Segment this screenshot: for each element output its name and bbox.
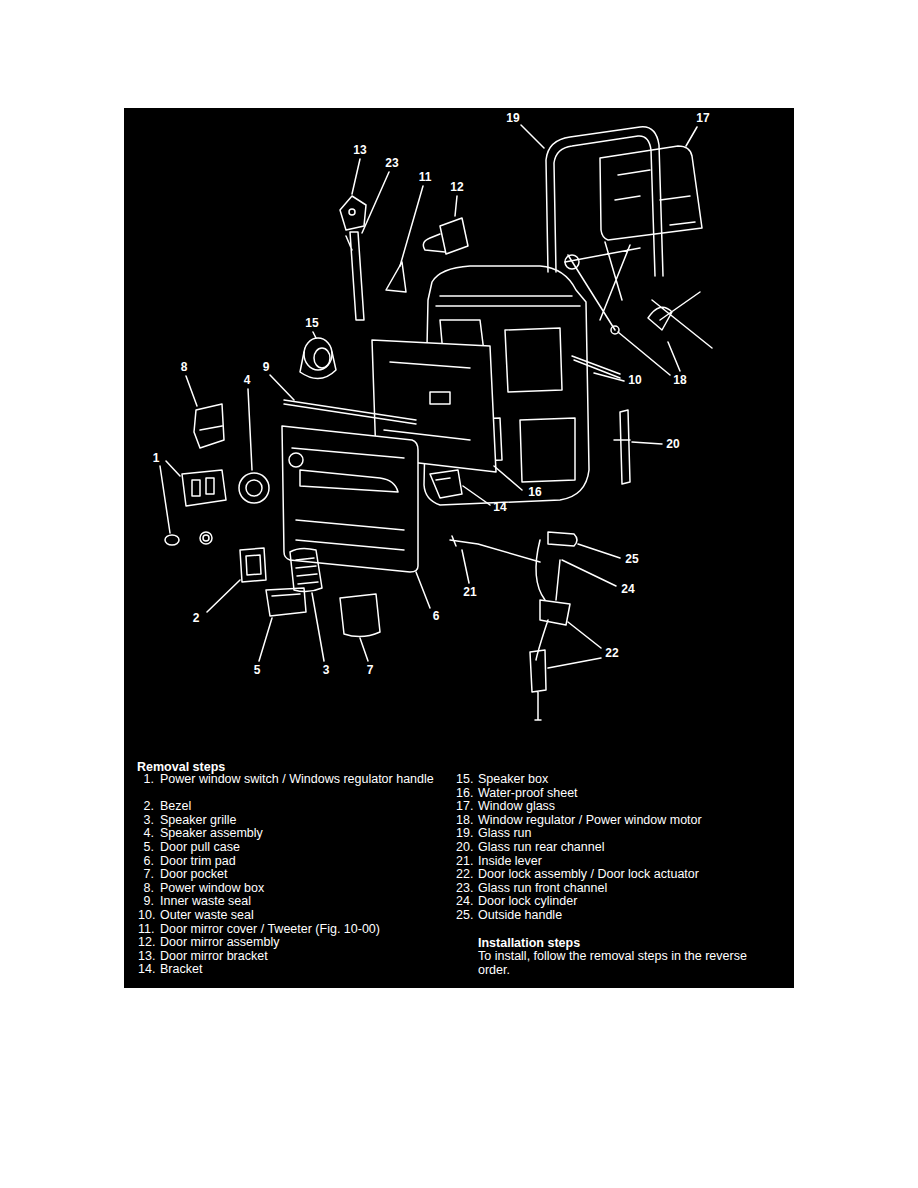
step-text: Inner waste seal <box>160 895 251 909</box>
step-text: Door lock cylinder <box>478 895 577 909</box>
callout-number: 24 <box>615 581 641 597</box>
step-number: 10. <box>138 909 154 923</box>
callout-number: 23 <box>379 155 405 171</box>
callout-number: 14 <box>487 499 513 515</box>
step-text: Glass run rear channel <box>478 841 604 855</box>
step-text: Door lock assembly / Door lock actuator <box>478 868 699 882</box>
callout-number: 7 <box>357 662 383 678</box>
step-text: Door mirror cover / Tweeter (Fig. 10-00) <box>160 923 380 937</box>
callout-number: 25 <box>619 551 645 567</box>
step-number: 22. <box>456 868 472 882</box>
step-number: 7. <box>138 868 154 882</box>
step-number: 12. <box>138 936 154 950</box>
step-text: Speaker box <box>478 773 548 787</box>
step-text: Window regulator / Power window motor <box>478 814 702 828</box>
callout-number: 1 <box>143 450 169 466</box>
step-number: 6. <box>138 855 154 869</box>
callout-number: 3 <box>313 662 339 678</box>
step-text: Speaker grille <box>160 814 236 828</box>
step-number: 19. <box>456 827 472 841</box>
step-number: 8. <box>138 882 154 896</box>
callout-number: 8 <box>171 359 197 375</box>
callout-number: 20 <box>660 436 686 452</box>
step-text: Bezel <box>160 800 191 814</box>
step-number: 3. <box>138 814 154 828</box>
step-text: Bracket <box>160 963 202 977</box>
step-text: Door pull case <box>160 841 240 855</box>
step-number: 4. <box>138 827 154 841</box>
callout-number: 19 <box>500 110 526 126</box>
step-text: Outer waste seal <box>160 909 254 923</box>
callout-number: 10 <box>622 372 648 388</box>
callout-number: 2 <box>183 610 209 626</box>
step-text: Door mirror assembly <box>160 936 279 950</box>
callout-number: 22 <box>599 645 625 661</box>
step-number: 23. <box>456 882 472 896</box>
step-number: 9. <box>138 895 154 909</box>
section-heading: Installation steps <box>478 936 580 950</box>
callout-number: 4 <box>234 372 260 388</box>
step-number: 18. <box>456 814 472 828</box>
callout-number: 11 <box>412 169 438 185</box>
step-number: 21. <box>456 855 472 869</box>
note-text: To install, follow the removal steps in … <box>478 950 778 977</box>
step-text: Inside lever <box>478 855 542 869</box>
step-number: 15. <box>456 773 472 787</box>
callout-number: 9 <box>253 359 279 375</box>
step-number: 2. <box>138 800 154 814</box>
step-number: 25. <box>456 909 472 923</box>
step-text: Power window box <box>160 882 264 896</box>
callout-number: 17 <box>690 110 716 126</box>
step-number: 5. <box>138 841 154 855</box>
step-text: Speaker assembly <box>160 827 263 841</box>
step-number: 17. <box>456 800 472 814</box>
callout-number: 16 <box>522 484 548 500</box>
callout-number: 21 <box>457 584 483 600</box>
callout-number: 12 <box>444 179 470 195</box>
callout-number: 6 <box>423 608 449 624</box>
step-text: Water-proof sheet <box>478 787 578 801</box>
callout-number: 15 <box>299 315 325 331</box>
step-number: 11. <box>138 923 154 937</box>
step-number: 14. <box>138 963 154 977</box>
step-number: 16. <box>456 787 472 801</box>
section-heading: Removal steps <box>137 760 225 774</box>
step-text: Outside handle <box>478 909 562 923</box>
step-number: 20. <box>456 841 472 855</box>
step-text: Door trim pad <box>160 855 236 869</box>
step-text: Glass run front channel <box>478 882 607 896</box>
step-number: 1. <box>138 773 154 787</box>
step-text: Window glass <box>478 800 555 814</box>
step-text: Door mirror bracket <box>160 950 268 964</box>
callout-number: 5 <box>244 662 270 678</box>
callout-number: 13 <box>347 142 373 158</box>
step-number: 13. <box>138 950 154 964</box>
step-number: 24. <box>456 895 472 909</box>
step-text: Door pocket <box>160 868 227 882</box>
step-text: Glass run <box>478 827 532 841</box>
step-text: Power window switch / Windows regulator … <box>160 773 435 787</box>
callout-number: 18 <box>667 372 693 388</box>
